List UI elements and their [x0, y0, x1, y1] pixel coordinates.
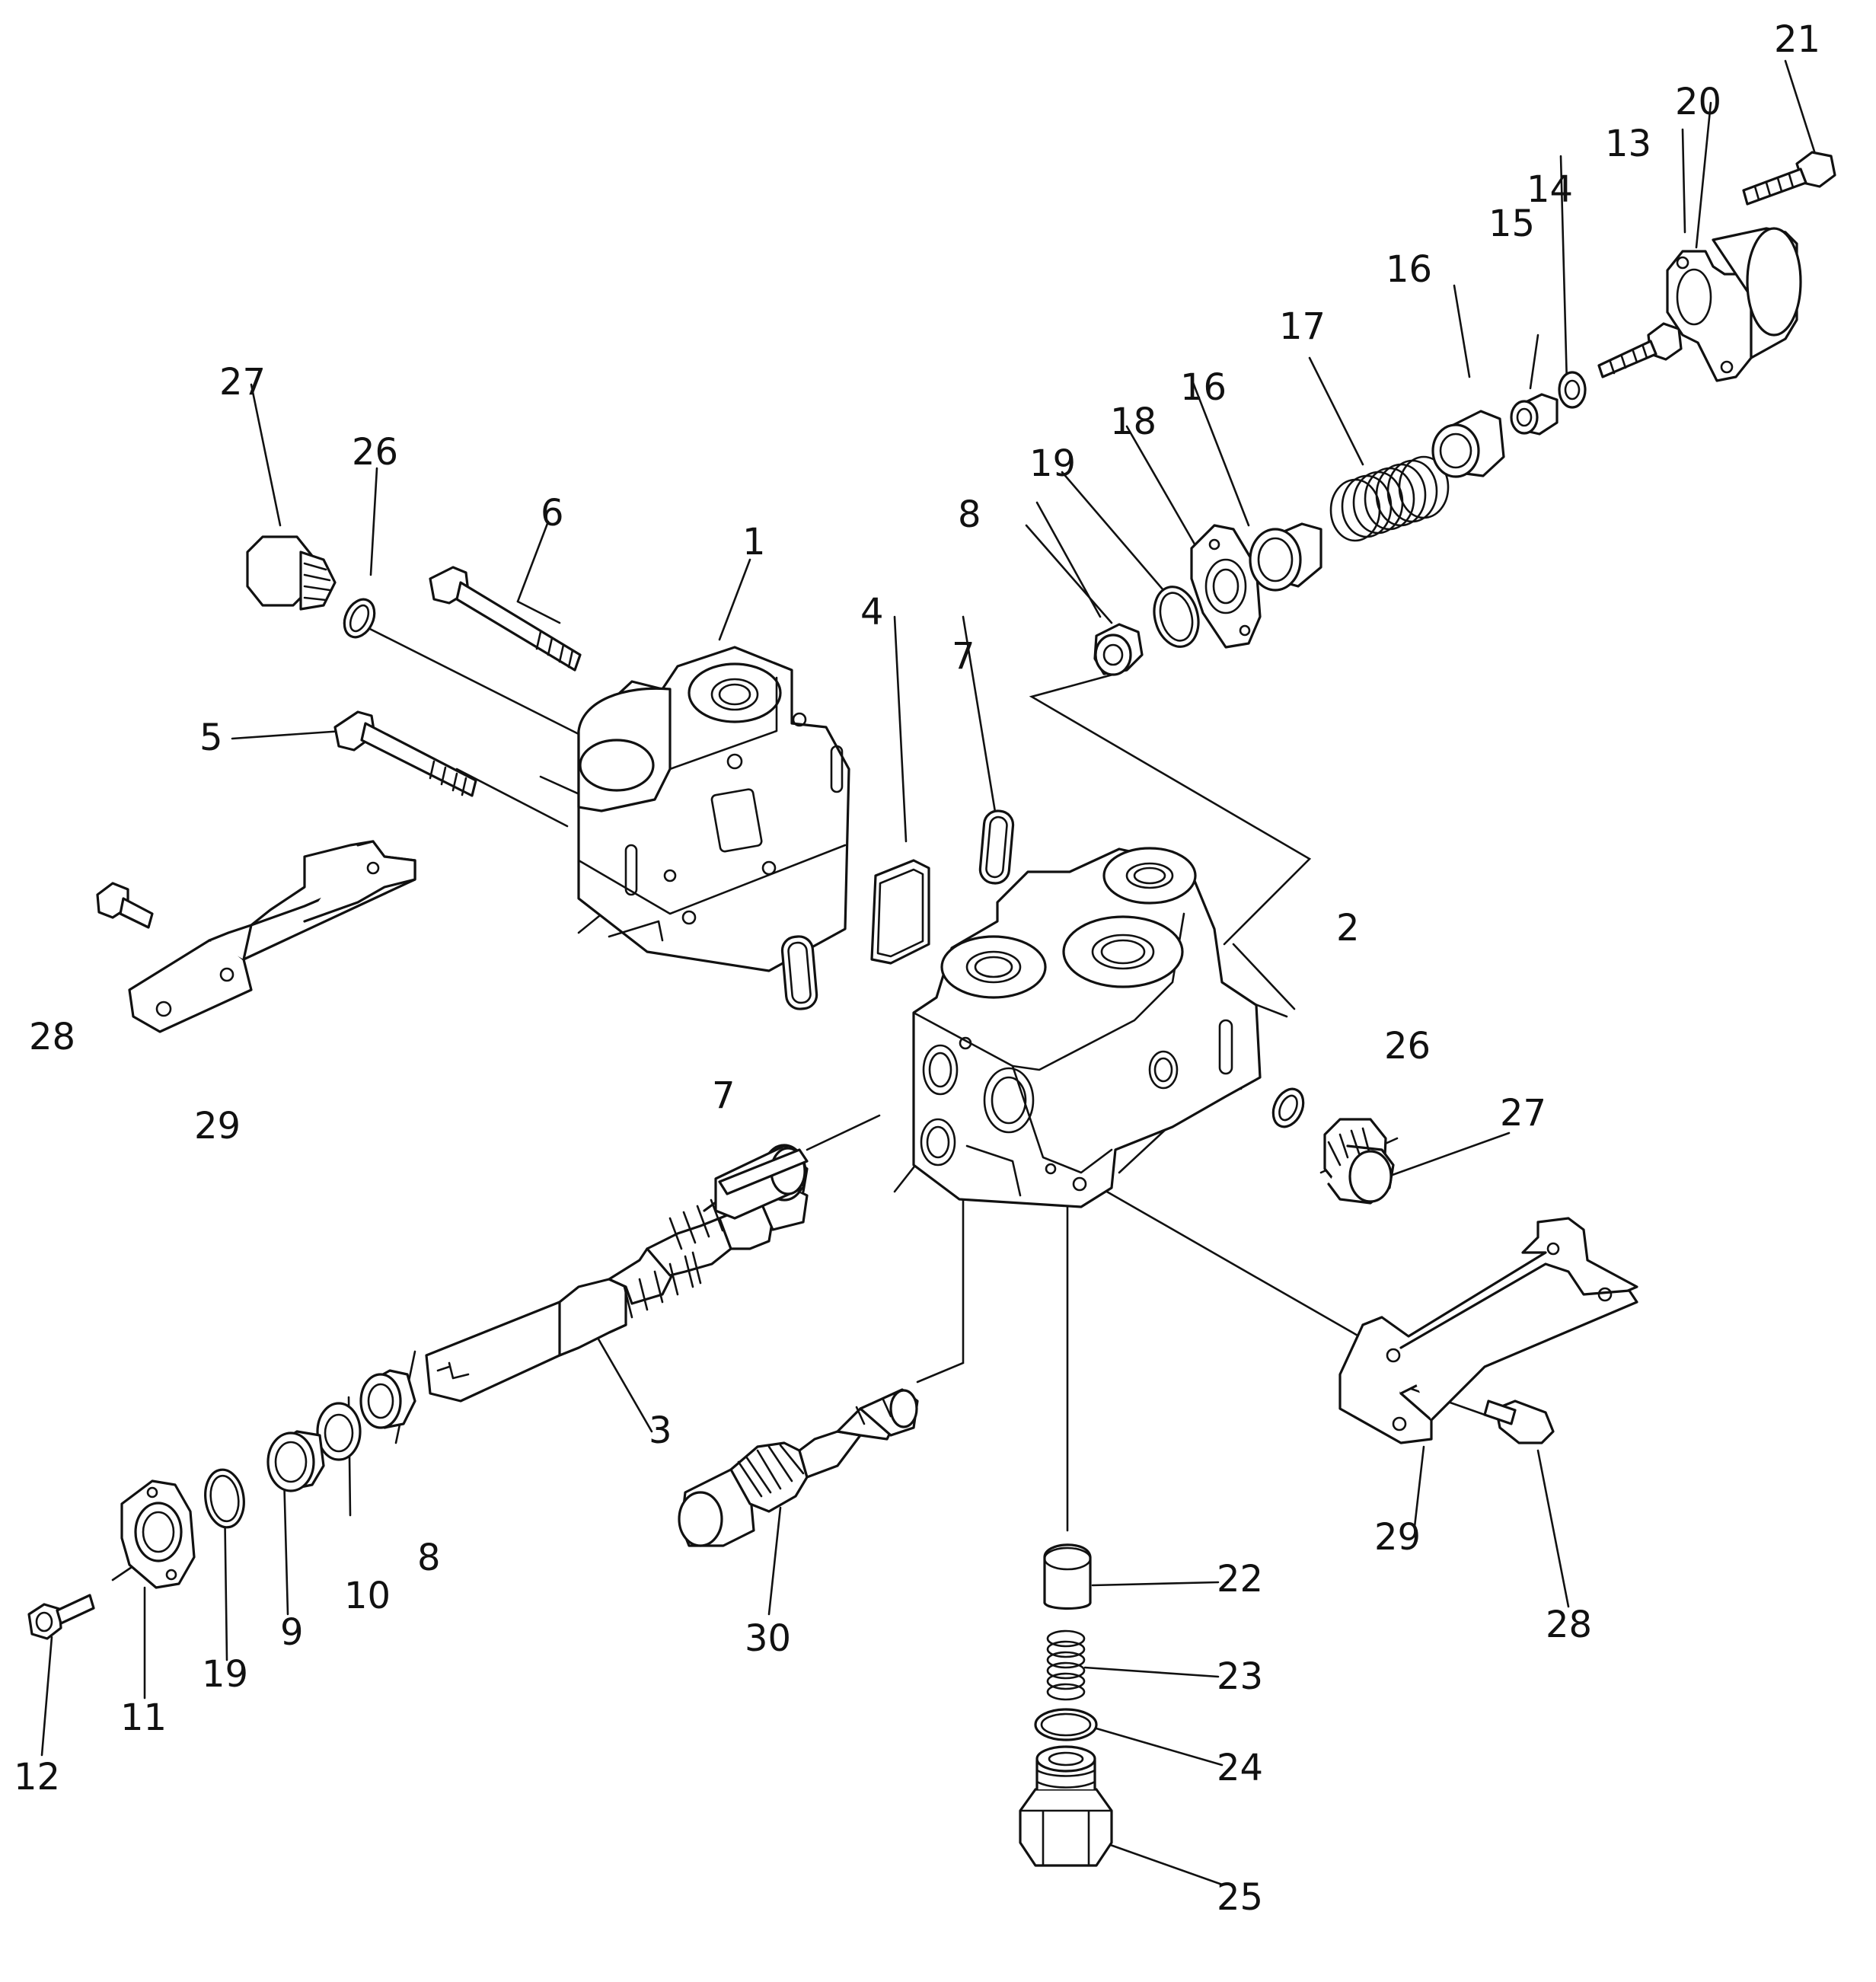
- spring-seat-16-upper: [1431, 410, 1505, 478]
- bracket-29-right: [1338, 1217, 1638, 1444]
- washer-14: [1558, 371, 1587, 409]
- flange-18: [1190, 524, 1262, 649]
- callout-8-lower: 8: [417, 1537, 441, 1579]
- callout-15: 15: [1488, 203, 1535, 245]
- callout-28-right: 28: [1546, 1604, 1592, 1646]
- callout-17: 17: [1279, 305, 1326, 348]
- plug-25: [1019, 1745, 1113, 1867]
- callout-25: 25: [1217, 1876, 1263, 1919]
- bolt-28-left: [96, 882, 154, 929]
- callout-5: 5: [199, 717, 223, 759]
- callout-14: 14: [1527, 168, 1573, 211]
- callout-28-left: 28: [29, 1016, 75, 1058]
- callout-7-left: 7: [712, 1074, 735, 1117]
- seal-10: [316, 1402, 362, 1461]
- callout-19-lower: 19: [202, 1653, 248, 1696]
- callout-7-right: 7: [952, 635, 975, 678]
- oring-26-right: [1271, 1087, 1305, 1128]
- callout-2: 2: [1336, 907, 1360, 950]
- seal-8-top: [1093, 623, 1144, 676]
- callout-10: 10: [344, 1575, 391, 1617]
- callout-6: 6: [541, 492, 564, 535]
- spring-17: [1329, 455, 1450, 542]
- callout-16-lower: 16: [1180, 366, 1227, 409]
- callout-29-right: 29: [1374, 1516, 1421, 1559]
- oring-7-right: [978, 809, 1015, 885]
- bracket-29-left: [128, 840, 416, 1033]
- flange-11: [120, 1479, 196, 1589]
- callout-23: 23: [1217, 1655, 1263, 1698]
- oring-26-left: [343, 598, 376, 639]
- plunger-22: [1043, 1543, 1092, 1610]
- callout-27-right: 27: [1500, 1092, 1546, 1135]
- callout-1: 1: [742, 521, 766, 563]
- callout-4: 4: [860, 591, 884, 634]
- bolt-13: [1597, 322, 1683, 378]
- valve-body-1: [577, 646, 850, 972]
- callout-26-right: 26: [1384, 1025, 1431, 1068]
- oring-19-top: [1153, 586, 1200, 648]
- callout-22: 22: [1217, 1558, 1263, 1601]
- callout-3: 3: [649, 1409, 672, 1452]
- plug-27-left: [246, 535, 337, 611]
- valve-body-2: [912, 847, 1262, 1208]
- callout-labels: 21 20 13 14 15 16 17 16 18 19 8 27 26 6 …: [14, 18, 1820, 1919]
- bolt-21: [1742, 151, 1836, 206]
- callout-11: 11: [120, 1696, 167, 1739]
- callout-26-left: 26: [352, 431, 398, 474]
- spool-3: [425, 1144, 809, 1403]
- callout-18: 18: [1110, 401, 1157, 443]
- callout-20: 20: [1675, 81, 1721, 123]
- callout-9: 9: [280, 1611, 304, 1654]
- spring-seat-16-lower: [1249, 522, 1322, 592]
- bolt-5: [333, 710, 477, 797]
- spring-23: [1046, 1629, 1086, 1701]
- seal-8-lower: [359, 1369, 416, 1429]
- callout-27-left: 27: [219, 361, 266, 404]
- bolt-12: [27, 1594, 95, 1640]
- seal-9: [266, 1430, 325, 1492]
- gasket-4: [870, 859, 930, 965]
- callout-16-upper: 16: [1386, 248, 1432, 291]
- callout-29-left: 29: [194, 1105, 241, 1147]
- callout-30: 30: [745, 1617, 791, 1660]
- callout-24: 24: [1217, 1747, 1263, 1789]
- callout-13: 13: [1605, 123, 1651, 165]
- callout-21: 21: [1774, 18, 1820, 61]
- bushing-15: [1510, 393, 1559, 436]
- cap-20: [1666, 227, 1802, 382]
- oring-19-lower: [204, 1468, 245, 1529]
- callout-12: 12: [14, 1756, 60, 1798]
- callout-8-top: 8: [958, 493, 981, 536]
- oring-7-left: [780, 935, 818, 1010]
- plug-27-right: [1323, 1118, 1395, 1205]
- callout-19-top: 19: [1029, 442, 1076, 485]
- bolt-6: [429, 566, 582, 672]
- detent-30: [678, 1388, 919, 1547]
- bolt-28-right: [1483, 1400, 1555, 1444]
- oring-24: [1034, 1708, 1098, 1741]
